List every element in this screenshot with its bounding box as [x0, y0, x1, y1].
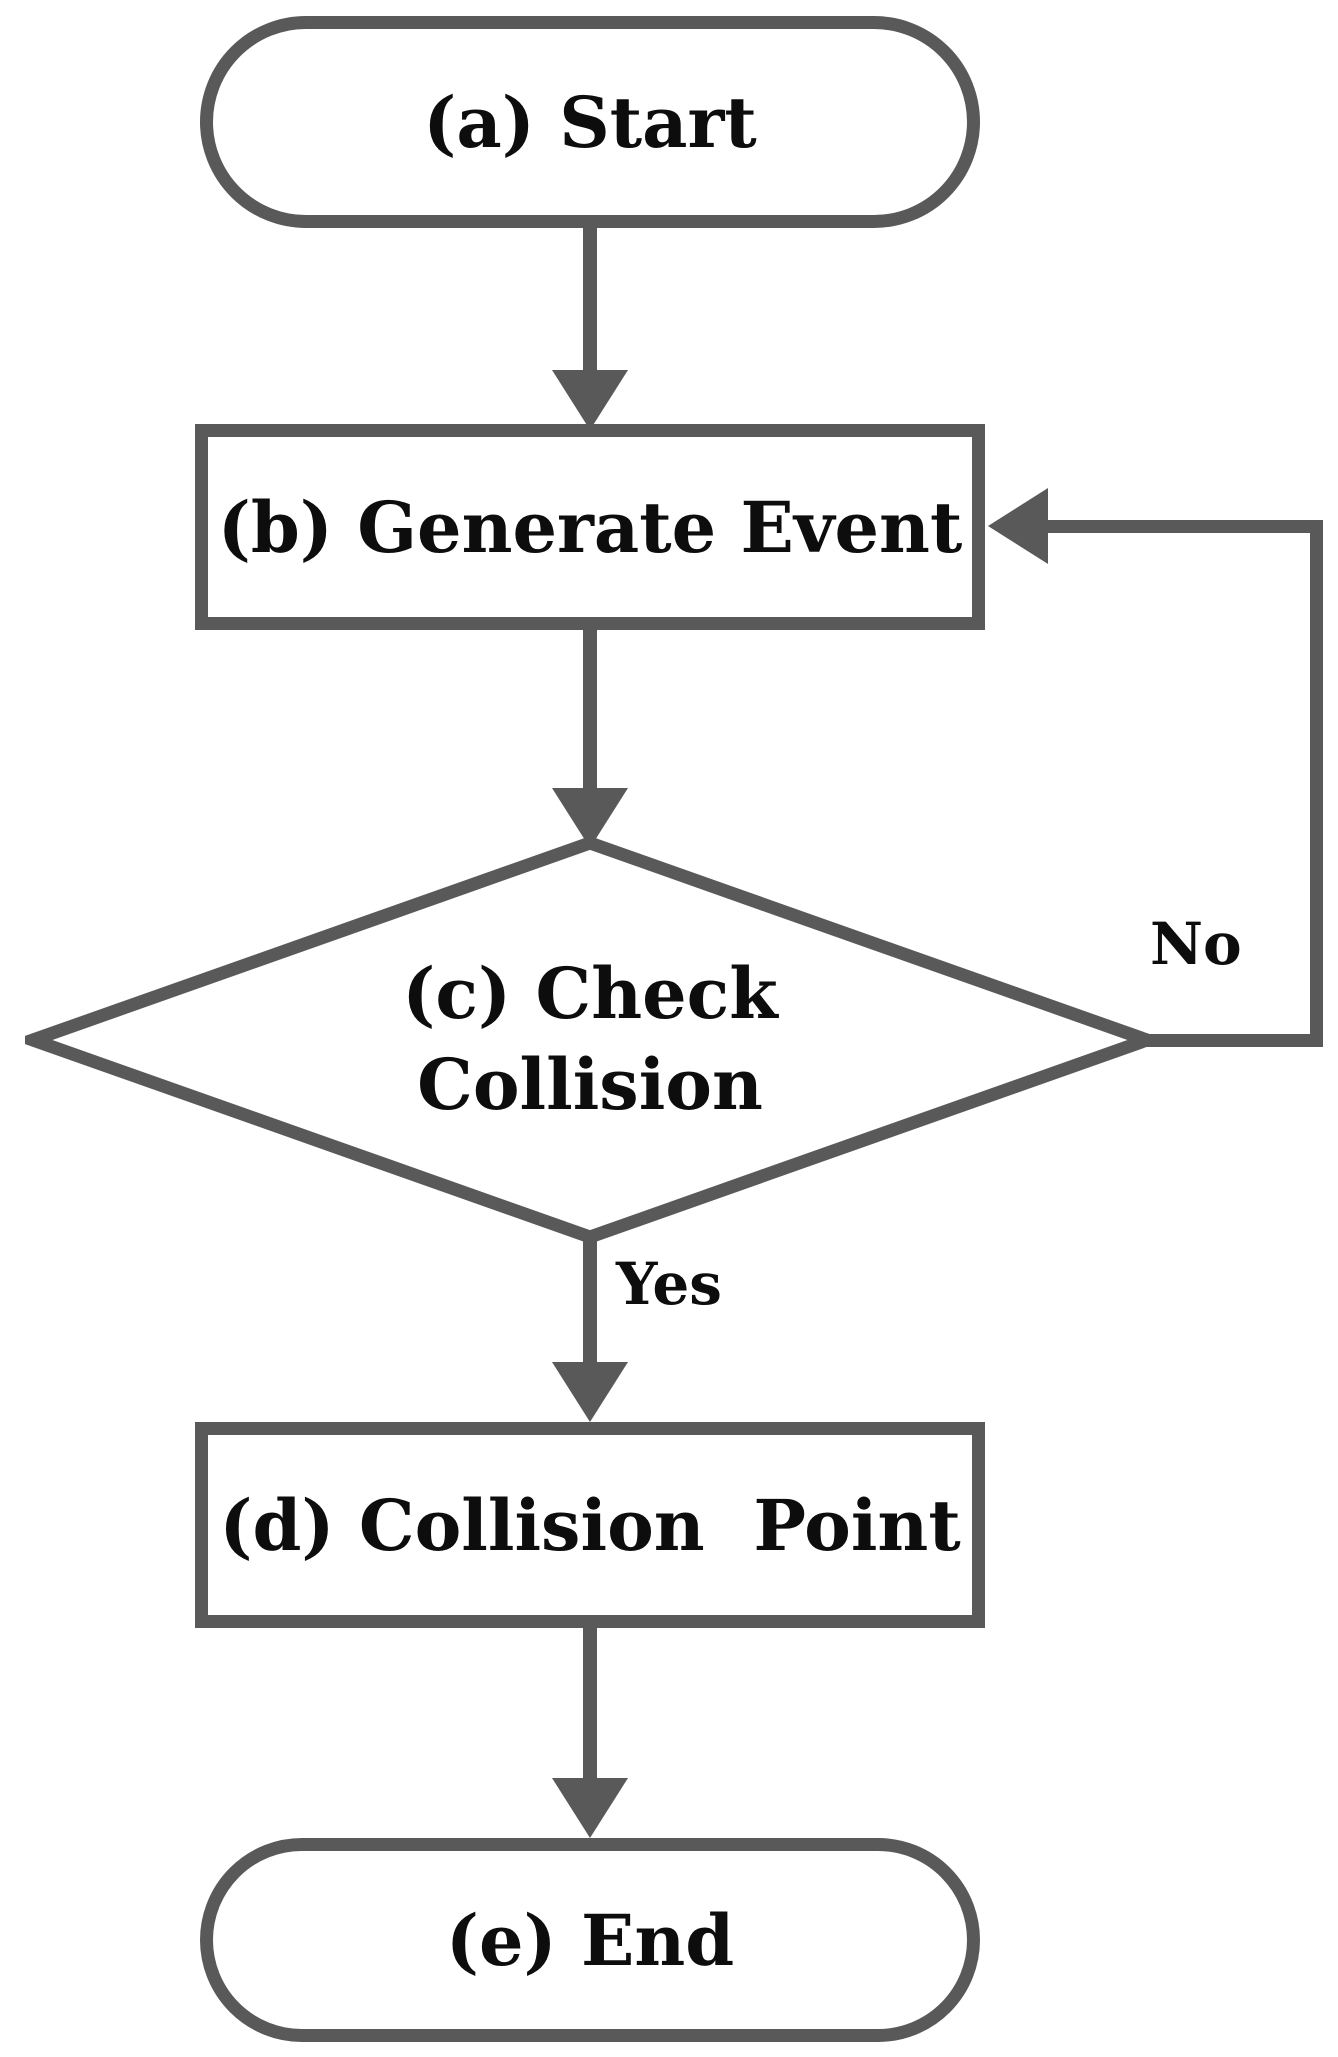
arrowhead-down-icon — [552, 370, 628, 430]
edge-label-no: No — [1150, 910, 1242, 978]
diamond-shape — [25, 836, 1155, 1244]
node-end: (e) End — [200, 1838, 980, 2042]
node-check-collision-label-wrap: (c) Check Collision — [330, 948, 850, 1130]
feedback-edge-bottom-segment — [1145, 1034, 1323, 1047]
node-check-collision-label: (c) Check Collision — [402, 952, 778, 1126]
node-check-collision — [25, 836, 1155, 1244]
feedback-edge-vertical-segment — [1310, 520, 1323, 1047]
node-collision-point-label: (d) Collision Point — [219, 1483, 961, 1567]
edge-label-yes: Yes — [616, 1250, 722, 1318]
node-generate-event-label: (b) Generate Event — [217, 485, 963, 569]
arrow-check-to-collision-stem — [583, 1238, 597, 1368]
node-end-label: (e) End — [445, 1898, 735, 1982]
arrowhead-left-icon — [988, 488, 1048, 564]
feedback-edge-top-segment — [1048, 520, 1323, 533]
node-generate-event: (b) Generate Event — [195, 424, 985, 630]
arrowhead-down-icon — [552, 1362, 628, 1422]
arrow-collision-to-end-stem — [583, 1628, 597, 1782]
arrowhead-down-icon — [552, 1778, 628, 1838]
node-start: (a) Start — [200, 16, 980, 228]
arrow-generate-to-check-stem — [583, 630, 597, 790]
arrow-start-to-generate-stem — [583, 226, 597, 374]
node-collision-point: (d) Collision Point — [195, 1422, 985, 1628]
node-start-label: (a) Start — [423, 80, 757, 164]
